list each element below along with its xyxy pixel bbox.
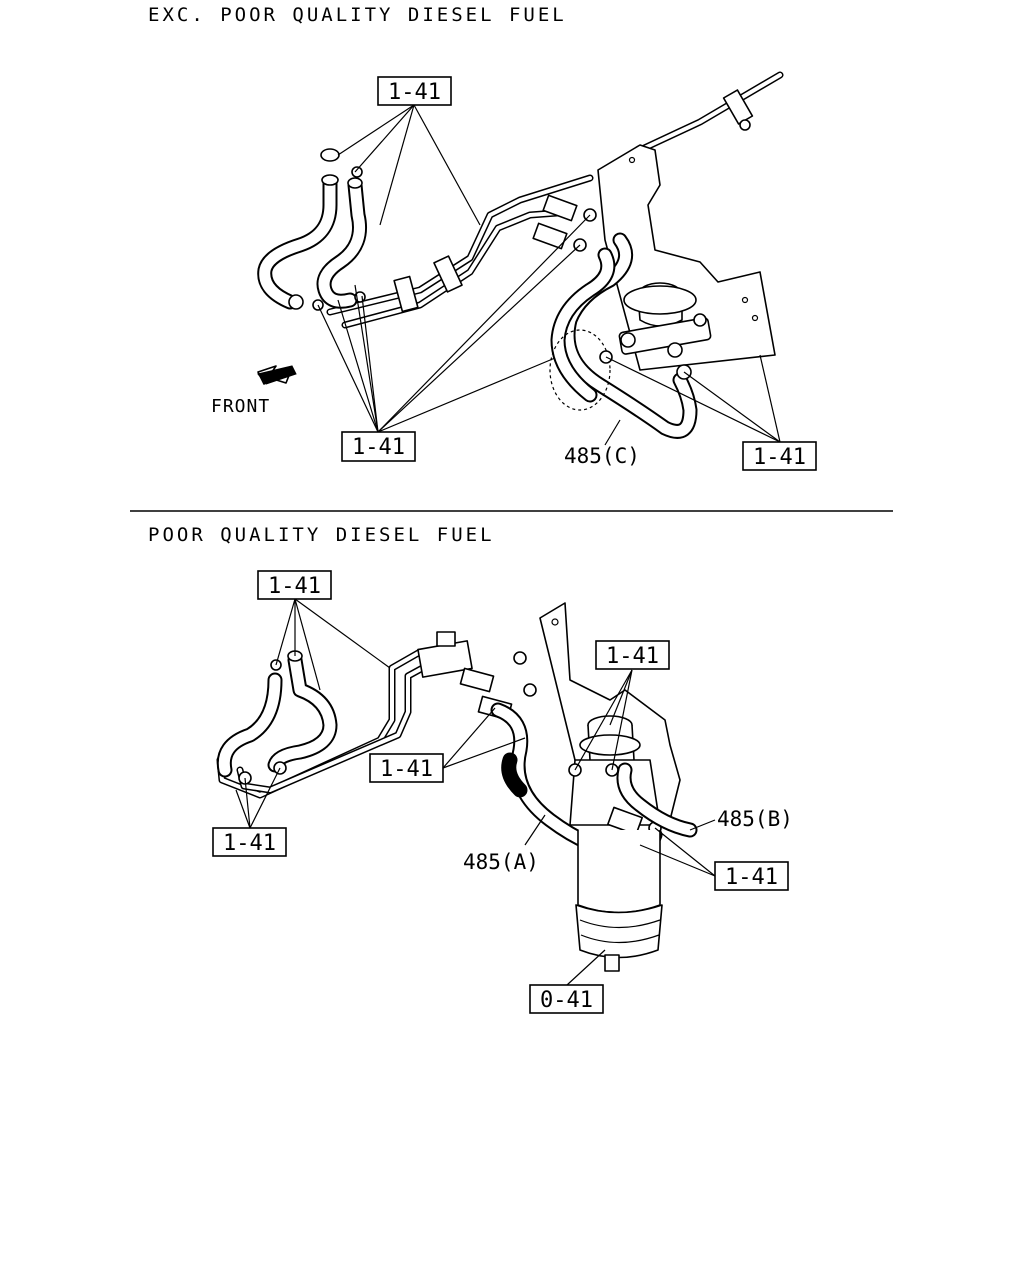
section-title: EXC. POOR QUALITY DIESEL FUEL bbox=[148, 4, 567, 26]
svg-text:1-41: 1-41 bbox=[380, 757, 433, 782]
callout-1-41-bottom-right: 1-41 bbox=[742, 441, 817, 471]
svg-text:1-41: 1-41 bbox=[753, 445, 806, 470]
callout-1-41-upper-right: 1-41 bbox=[595, 640, 670, 670]
front-direction-label: FRONT bbox=[211, 396, 270, 417]
label-485-a: 485(A) bbox=[463, 850, 539, 874]
callout-1-41-lower-left: 1-41 bbox=[212, 827, 287, 857]
section-title: POOR QUALITY DIESEL FUEL bbox=[148, 524, 495, 546]
callout-0-41: 0-41 bbox=[529, 984, 604, 1014]
section-poor-quality-diesel-fuel: POOR QUALITY DIESEL FUEL bbox=[148, 524, 793, 1014]
section-exc-poor-quality-diesel-fuel: EXC. POOR QUALITY DIESEL FUEL bbox=[148, 4, 817, 471]
svg-text:0-41: 0-41 bbox=[540, 988, 593, 1013]
callout-1-41-bottom-left: 1-41 bbox=[341, 431, 416, 462]
callout-1-41-top: 1-41 bbox=[377, 76, 452, 106]
svg-text:1-41: 1-41 bbox=[268, 574, 321, 599]
svg-text:1-41: 1-41 bbox=[725, 865, 778, 890]
svg-text:1-41: 1-41 bbox=[606, 644, 659, 669]
svg-text:1-41: 1-41 bbox=[352, 435, 405, 460]
callout-1-41-lower-right: 1-41 bbox=[714, 861, 789, 891]
callout-leaders bbox=[317, 104, 781, 446]
svg-text:1-41: 1-41 bbox=[223, 831, 276, 856]
fuel-filter-water-separator-illustration bbox=[216, 602, 698, 972]
fuel-filter-assembly-illustration bbox=[257, 71, 784, 439]
label-485-b: 485(B) bbox=[717, 807, 793, 831]
callout-1-41-middle: 1-41 bbox=[369, 753, 444, 783]
callout-1-41-upper-left: 1-41 bbox=[257, 570, 332, 600]
svg-text:1-41: 1-41 bbox=[388, 80, 441, 105]
callout-leaders bbox=[235, 598, 716, 986]
label-485-c: 485(C) bbox=[564, 444, 640, 468]
